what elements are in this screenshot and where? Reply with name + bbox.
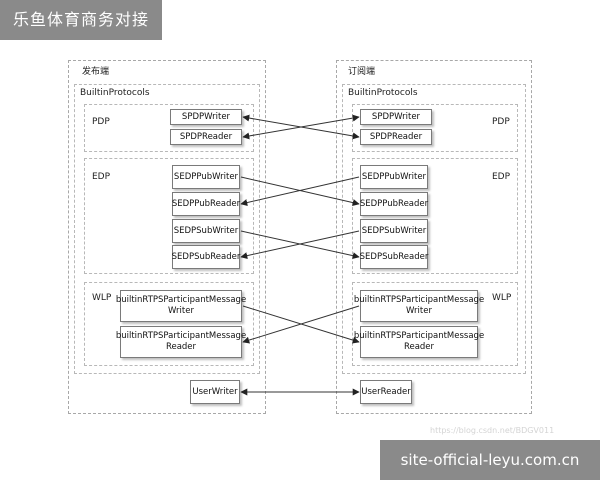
publisher-sedp-pub-reader[interactable]: SEDPPubReader <box>172 192 240 216</box>
subscriber-wlp-label: WLP <box>492 293 512 303</box>
publisher-wlp-label: WLP <box>92 293 112 303</box>
subscriber-sedp-pub-reader[interactable]: SEDPPubReader <box>360 192 428 216</box>
publisher-spdp-writer[interactable]: SPDPWriter <box>170 109 242 125</box>
link-sub-wlp-writer-to-pub-wlp-reader <box>242 305 360 344</box>
publisher-user-writer[interactable]: UserWriter <box>190 380 240 404</box>
subscriber-edp-label: EDP <box>492 172 511 182</box>
subscriber-wlp-reader[interactable]: builtinRTPSParticipantMessage Reader <box>354 326 484 358</box>
publisher-sedp-sub-writer[interactable]: SEDPSubWriter <box>172 219 240 243</box>
subscriber-pdp-label: PDP <box>492 117 510 127</box>
bottom-banner[interactable]: site-official-leyu.com.cn <box>380 440 600 480</box>
subscriber-title: 订阅端 <box>348 67 376 77</box>
publisher-wlp-reader-line1: builtinRTPSParticipantMessage <box>115 331 247 341</box>
publisher-builtin-protocols <box>74 84 260 374</box>
subscriber-wlp-reader-line1: builtinRTPSParticipantMessage <box>353 331 485 341</box>
subscriber-wlp-reader-line2: Reader <box>403 342 435 352</box>
watermark: https://blog.csdn.net/BDGV011 <box>430 426 555 435</box>
publisher-container <box>68 60 266 414</box>
publisher-title: 发布端 <box>82 67 110 77</box>
link-sub-sub-writer-to-pub-sub-reader <box>240 230 360 260</box>
publisher-wlp-writer-line2: Writer <box>168 306 194 316</box>
publisher-pdp-label: PDP <box>92 117 110 127</box>
publisher-edp-group <box>84 158 254 274</box>
subscriber-builtin-protocols-title: BuiltinProtocols <box>348 88 418 98</box>
publisher-wlp-group <box>84 282 254 366</box>
top-banner: 乐鱼体育商务对接 <box>0 0 162 40</box>
publisher-builtin-protocols-title: BuiltinProtocols <box>80 88 150 98</box>
publisher-spdp-reader[interactable]: SPDPReader <box>170 129 242 145</box>
publisher-sedp-pub-writer[interactable]: SEDPPubWriter <box>172 165 240 189</box>
subscriber-user-reader[interactable]: UserReader <box>360 380 412 404</box>
subscriber-spdp-reader[interactable]: SPDPReader <box>360 129 432 145</box>
subscriber-sedp-sub-writer[interactable]: SEDPSubWriter <box>360 219 428 243</box>
subscriber-edp-group <box>352 158 518 274</box>
publisher-wlp-writer-line1: builtinRTPSParticipantMessage <box>115 295 247 305</box>
publisher-sedp-sub-reader[interactable]: SEDPSubReader <box>172 245 240 269</box>
subscriber-sedp-sub-reader[interactable]: SEDPSubReader <box>360 245 428 269</box>
subscriber-wlp-writer-line2: Writer <box>406 306 432 316</box>
link-sub-pub-writer-to-pub-reader <box>240 176 360 207</box>
link-pdp-reader-to-sub-writer <box>242 114 360 140</box>
subscriber-container <box>336 60 532 414</box>
publisher-wlp-writer[interactable]: builtinRTPSParticipantMessage Writer <box>116 290 246 322</box>
subscriber-wlp-writer-line1: builtinRTPSParticipantMessage <box>353 295 485 305</box>
subscriber-wlp-group <box>352 282 518 366</box>
publisher-wlp-reader-line2: Reader <box>165 342 197 352</box>
publisher-edp-label: EDP <box>92 172 111 182</box>
publisher-wlp-reader[interactable]: builtinRTPSParticipantMessage Reader <box>116 326 246 358</box>
subscriber-spdp-writer[interactable]: SPDPWriter <box>360 109 432 125</box>
subscriber-wlp-writer[interactable]: builtinRTPSParticipantMessage Writer <box>354 290 484 322</box>
subscriber-sedp-pub-writer[interactable]: SEDPPubWriter <box>360 165 428 189</box>
subscriber-builtin-protocols <box>342 84 526 374</box>
